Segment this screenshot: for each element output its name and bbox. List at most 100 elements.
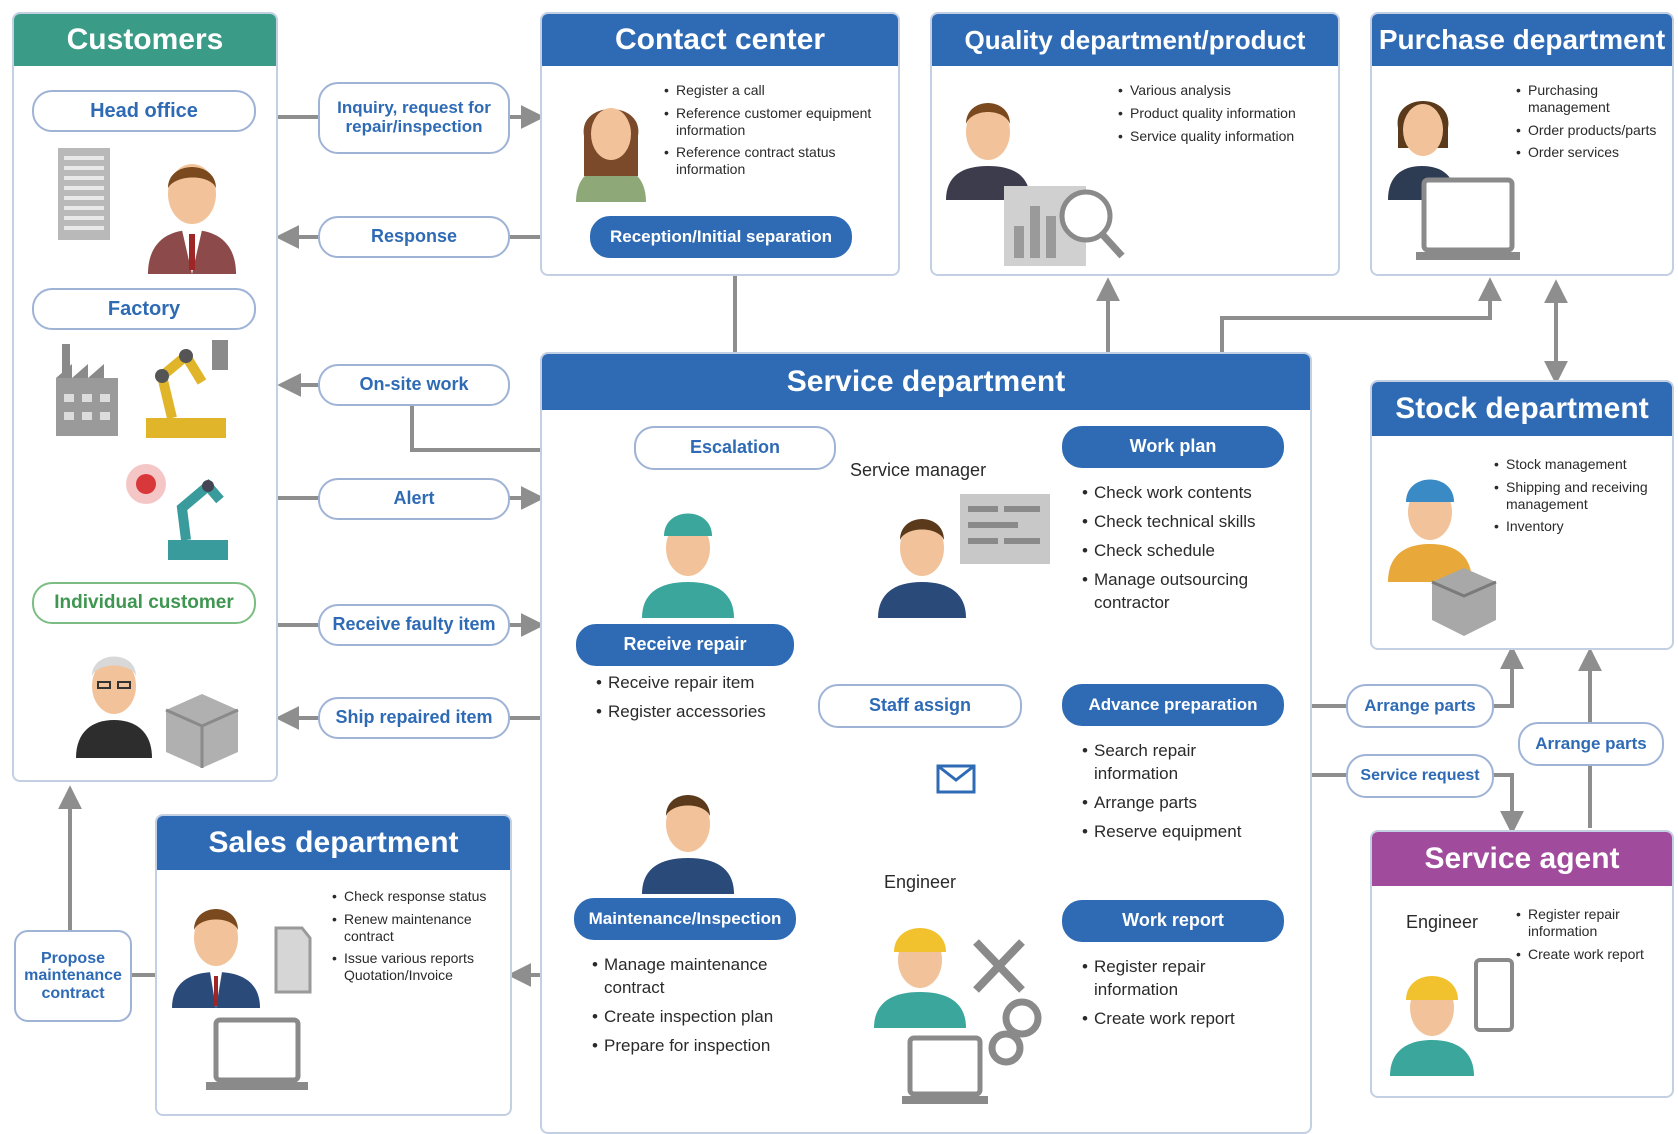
agent-engineer-label: Engineer <box>1406 912 1479 932</box>
head-office-label: Head office <box>32 90 256 132</box>
receive-faulty-item-pill: Receive faulty item <box>318 604 510 646</box>
businessman-icon <box>148 164 236 274</box>
service-agent-header: Service agent <box>1372 832 1672 886</box>
sales-list: Check response status Renew maintenance … <box>332 888 508 990</box>
contact-center-header: Contact center <box>542 14 898 66</box>
engineer-label: Engineer <box>884 872 957 892</box>
inquiry-pill: Inquiry, request for repair/inspection <box>318 82 510 154</box>
stock-title: Stock department <box>1395 392 1649 425</box>
work-plan-badge: Work plan <box>1062 426 1284 468</box>
contact-center-item: Reference customer equipment information <box>664 105 892 139</box>
maintenance-staff-icon <box>642 795 734 894</box>
sales-item: Check response status <box>332 888 508 905</box>
work-plan-item: Manage outsourcing contractor <box>1082 569 1292 615</box>
sales-header: Sales department <box>157 816 510 870</box>
escalation-pill: Escalation <box>634 426 836 470</box>
agent-engineer-icon <box>1390 958 1514 1076</box>
arrange-parts-pill: Arrange parts <box>1346 684 1494 728</box>
advance-preparation-badge: Advance preparation <box>1062 684 1284 726</box>
customers-header: Customers <box>14 14 276 66</box>
individual-customer-icon <box>76 656 152 758</box>
quality-item: Various analysis <box>1118 82 1338 99</box>
work-report-list: Register repair information Create work … <box>1082 956 1282 1037</box>
sales-item: Issue various reports Quotation/Invoice <box>332 950 508 984</box>
response-pill: Response <box>318 216 510 258</box>
maintenance-item: Create inspection plan <box>592 1006 792 1029</box>
onsite-work-pill: On-site work <box>318 364 510 406</box>
sales-title: Sales department <box>208 826 459 859</box>
agent-list: Register repair information Create work … <box>1516 906 1670 968</box>
quality-item: Product quality information <box>1118 105 1338 122</box>
purchase-title: Purchase department <box>1378 24 1666 55</box>
customers-panel: Customers <box>12 12 278 782</box>
service-agent-title: Service agent <box>1424 842 1620 875</box>
analyst-icon <box>946 103 1125 266</box>
alarm-robot-icon <box>126 464 228 560</box>
maintenance-list: Manage maintenance contract Create inspe… <box>592 954 792 1064</box>
reception-badge: Reception/Initial separation <box>590 216 852 258</box>
purchase-list: Purchasing management Order products/par… <box>1516 82 1670 167</box>
receive-repair-item: Receive repair item <box>596 672 806 695</box>
factory-label: Factory <box>32 288 256 330</box>
individual-customer-label: Individual customer <box>32 582 256 624</box>
sales-item: Renew maintenance contract <box>332 911 508 945</box>
quality-item: Service quality information <box>1118 128 1338 145</box>
stock-list: Stock management Shipping and receiving … <box>1494 456 1666 541</box>
agent-item: Create work report <box>1516 946 1670 963</box>
agent-item: Register repair information <box>1516 906 1670 940</box>
stock-header: Stock department <box>1372 382 1672 436</box>
sales-person-icon <box>172 909 312 1090</box>
stock-item: Stock management <box>1494 456 1666 473</box>
customers-title: Customers <box>66 23 224 56</box>
stock-item: Shipping and receiving management <box>1494 479 1666 513</box>
engineer-icon <box>874 928 1042 1104</box>
work-plan-item: Check work contents <box>1082 482 1292 505</box>
arrange-parts-agent-pill: Arrange parts <box>1518 722 1664 766</box>
receive-repair-badge: Receive repair <box>576 624 794 666</box>
purchase-arrow <box>1220 277 1502 352</box>
purchase-item: Purchasing management <box>1516 82 1670 116</box>
factory-icon <box>56 344 118 436</box>
receive-repair-list: Receive repair item Register accessories <box>596 672 806 730</box>
mail-icon <box>936 764 976 794</box>
package-icon <box>165 694 239 768</box>
staff-assign-pill: Staff assign <box>818 684 1022 728</box>
advance-preparation-list: Search repair information Arrange parts … <box>1082 740 1282 850</box>
work-report-badge: Work report <box>1062 900 1284 942</box>
maintenance-item: Manage maintenance contract <box>592 954 792 1000</box>
contact-center-item: Reference contract status information <box>664 144 892 178</box>
maintenance-inspection-badge: Maintenance/Inspection <box>574 898 796 940</box>
service-request-pill: Service request <box>1346 754 1494 798</box>
work-plan-item: Check technical skills <box>1082 511 1292 534</box>
contact-center-title: Contact center <box>614 23 826 56</box>
work-plan-item: Check schedule <box>1082 540 1292 563</box>
purchase-item: Order services <box>1516 144 1670 161</box>
quality-list: Various analysis Product quality informa… <box>1118 82 1338 150</box>
advance-preparation-item: Reserve equipment <box>1082 821 1282 844</box>
purchaser-icon <box>1388 101 1520 260</box>
ship-repaired-item-pill: Ship repaired item <box>318 697 510 739</box>
stock-item: Inventory <box>1494 518 1666 535</box>
work-report-item: Create work report <box>1082 1008 1282 1031</box>
operator-woman-icon <box>576 108 646 202</box>
purchase-header: Purchase department <box>1372 14 1672 66</box>
stock-worker-icon <box>1388 479 1497 636</box>
work-plan-list: Check work contents Check technical skil… <box>1082 482 1292 621</box>
service-manager-icon <box>878 494 1050 618</box>
repair-staff-icon <box>642 513 734 618</box>
work-report-item: Register repair information <box>1082 956 1282 1002</box>
robot-arm-icon <box>146 340 228 438</box>
quality-header: Quality department/product development <box>932 14 1338 107</box>
office-building-icon <box>58 148 110 240</box>
purchase-item: Order products/parts <box>1516 122 1670 139</box>
service-manager-label: Service manager <box>850 460 987 480</box>
alert-pill: Alert <box>318 478 510 520</box>
advance-preparation-item: Search repair information <box>1082 740 1282 786</box>
service-title: Service department <box>786 365 1066 398</box>
contact-center-list: Register a call Reference customer equip… <box>664 82 892 184</box>
receive-repair-item: Register accessories <box>596 701 806 724</box>
propose-maintenance-contract-pill: Propose maintenance contract <box>14 930 132 1022</box>
maintenance-item: Prepare for inspection <box>592 1035 792 1058</box>
advance-preparation-item: Arrange parts <box>1082 792 1282 815</box>
contact-center-item: Register a call <box>664 82 892 99</box>
